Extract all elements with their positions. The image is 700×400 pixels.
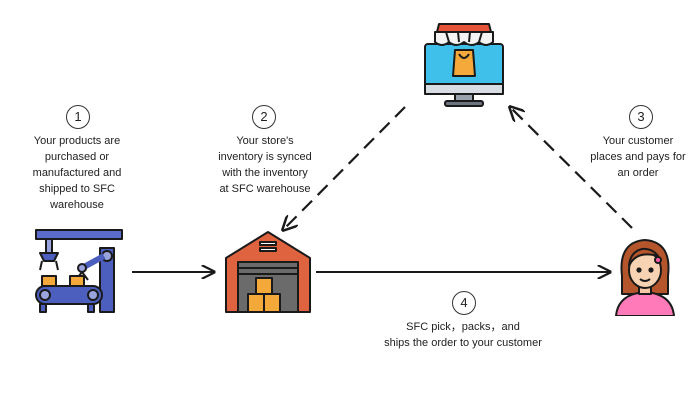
step-2-caption: Your store's inventory is synced with th… xyxy=(218,135,312,195)
online-store-monitor-icon xyxy=(424,23,504,107)
step-3-caption: Your customer places and pays for an ord… xyxy=(590,135,686,179)
customer-woman-icon xyxy=(615,239,675,316)
arrow-customer-to-store xyxy=(510,107,633,229)
warehouse-icon xyxy=(225,231,311,313)
step-4-caption: SFC pick，packs，and ships the order to yo… xyxy=(384,321,542,349)
step-3-number: 3 xyxy=(629,105,653,129)
step-4-number: 4 xyxy=(452,291,476,315)
step-2-number: 2 xyxy=(252,105,276,129)
step-1-caption: Your products are purchased or manufactu… xyxy=(32,135,122,211)
factory-robot-arm-icon xyxy=(35,229,123,313)
step-1-number: 1 xyxy=(66,105,90,129)
arrow-store-to-warehouse xyxy=(283,106,406,230)
